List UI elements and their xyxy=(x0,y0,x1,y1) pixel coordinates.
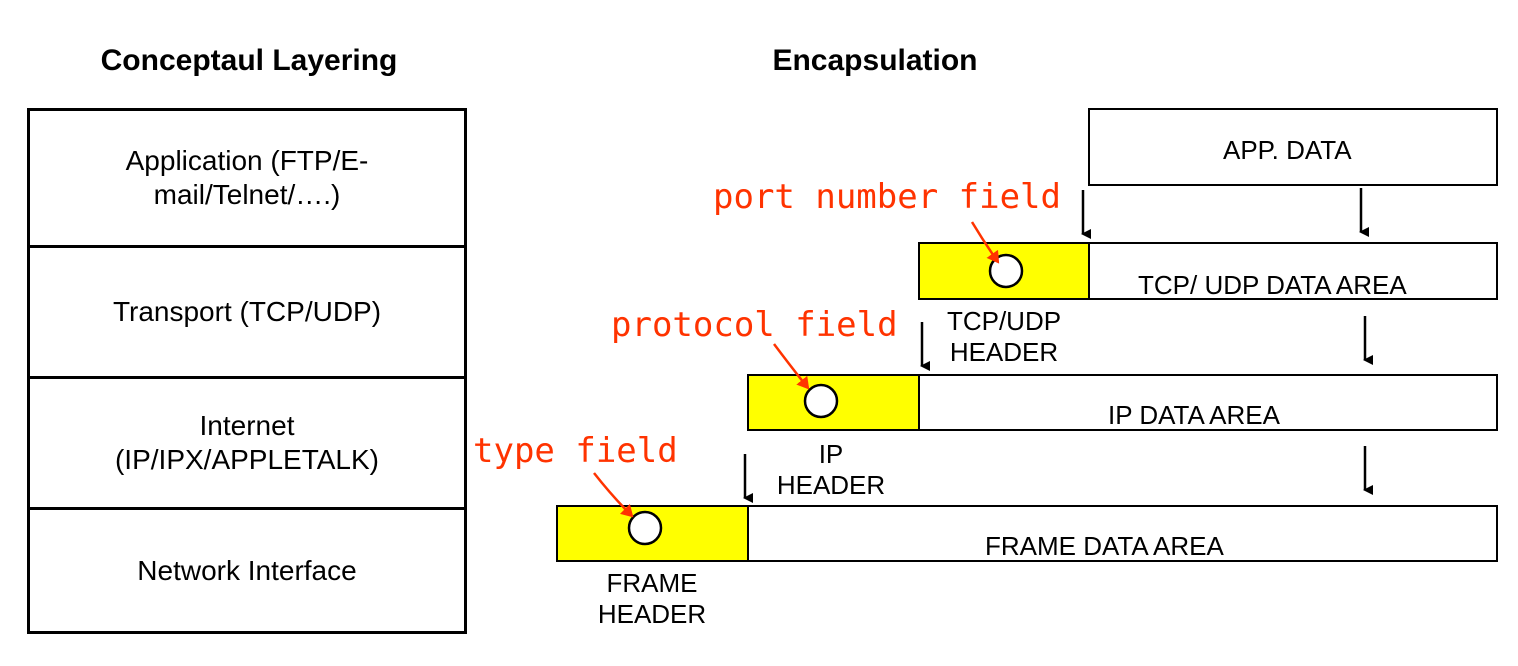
type-circle xyxy=(627,510,663,546)
frame-data-area-box: FRAME DATA AREA xyxy=(747,505,1498,562)
tcp-udp-header-caption-line1: TCP/UDP xyxy=(946,306,1062,336)
tcp-udp-data-area-box: TCP/ UDP DATA AREA xyxy=(1088,242,1498,300)
layer-network-interface-line1: Network Interface xyxy=(137,554,357,586)
ip-header-caption-line1: IP xyxy=(818,439,844,469)
frame-header-caption-line2: HEADER xyxy=(597,599,707,629)
title-conceptual-layering: Conceptaul Layering xyxy=(100,44,398,77)
ip-data-area-label: IP DATA AREA xyxy=(1108,400,1280,430)
tcp-udp-header-caption: TCP/UDP HEADER xyxy=(947,306,1061,368)
frame-header-caption: FRAME HEADER xyxy=(598,568,706,630)
pointer-port-number xyxy=(970,221,1000,264)
layer-application-line2: mail/Telnet/….) xyxy=(153,179,341,210)
title-encapsulation: Encapsulation xyxy=(772,44,978,77)
layer-internet-line1: Internet xyxy=(199,410,295,441)
layer-stack: Application (FTP/E- mail/Telnet/….) Tran… xyxy=(27,108,467,634)
ip-data-area-box: IP DATA AREA xyxy=(918,374,1498,431)
ip-header-caption-line2: HEADER xyxy=(776,470,886,500)
down-arrows xyxy=(743,188,1373,503)
annotation-type-field: type field xyxy=(473,431,678,471)
layer-application-line1: Application (FTP/E- xyxy=(125,145,369,176)
app-data-label: APP. DATA xyxy=(1223,135,1352,165)
layer-transport: Transport (TCP/UDP) xyxy=(30,248,464,379)
layer-internet: Internet (IP/IPX/APPLETALK) xyxy=(30,379,464,510)
annotation-protocol-field: protocol field xyxy=(611,305,898,345)
frame-header-caption-line1: FRAME xyxy=(606,568,698,598)
tcp-udp-header-caption-line2: HEADER xyxy=(949,337,1059,367)
layer-network-interface: Network Interface xyxy=(30,510,464,631)
layer-internet-line2: (IP/IPX/APPLETALK) xyxy=(114,444,380,475)
annotation-port-number-field: port number field xyxy=(713,177,1061,217)
pointer-type xyxy=(593,472,634,518)
protocol-circle xyxy=(803,383,839,419)
layer-application: Application (FTP/E- mail/Telnet/….) xyxy=(30,111,464,248)
tcp-udp-data-area-label: TCP/ UDP DATA AREA xyxy=(1138,270,1407,300)
field-circles xyxy=(627,253,1024,546)
layer-transport-line1: Transport (TCP/UDP) xyxy=(112,296,382,327)
annotation-pointers xyxy=(593,221,1000,518)
app-data-box: APP. DATA xyxy=(1088,108,1498,186)
frame-data-area-label: FRAME DATA AREA xyxy=(985,531,1224,561)
ip-header-caption: IP HEADER xyxy=(777,439,885,501)
pointer-protocol xyxy=(773,343,810,390)
tcp-udp-header-box xyxy=(918,242,1090,300)
port-number-circle xyxy=(988,253,1024,289)
